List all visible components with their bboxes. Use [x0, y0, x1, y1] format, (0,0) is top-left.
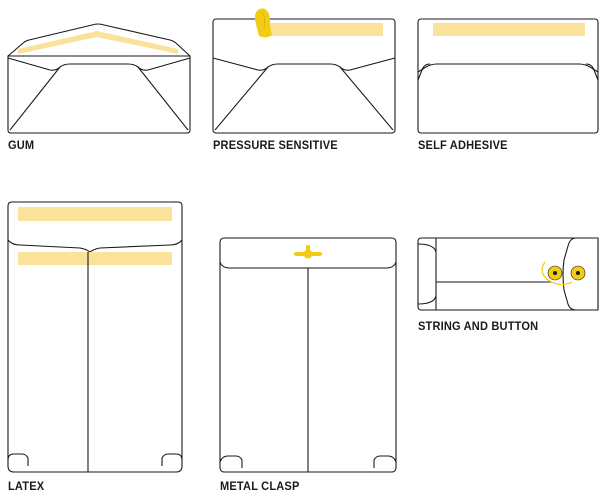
- string-and-button-envelope-illustration: [417, 237, 599, 311]
- latex-envelope-illustration: [7, 201, 183, 473]
- string-and-button-label: STRING AND BUTTON: [418, 319, 539, 333]
- metal-clasp-label: METAL CLASP: [220, 479, 300, 493]
- string-and-button-closure-icon: [541, 261, 586, 286]
- self-adhesive-label: SELF ADHESIVE: [418, 138, 508, 152]
- pressure-sensitive-envelope-illustration: [212, 8, 396, 134]
- self-adhesive-strip: [433, 23, 585, 36]
- latex-top-strip: [18, 207, 172, 221]
- metal-clasp-envelope-illustration: [219, 237, 397, 473]
- gum-adhesive-strip: [18, 31, 178, 54]
- gum-label: GUM: [8, 138, 35, 152]
- latex-label: LATEX: [8, 479, 45, 493]
- self-adhesive-envelope-illustration: [417, 18, 599, 134]
- metal-clasp-icon: [294, 245, 322, 259]
- pressure-sensitive-adhesive-strip: [263, 23, 383, 36]
- peel-off-liner: [254, 8, 272, 38]
- gum-envelope-illustration: [7, 23, 191, 134]
- latex-bottom-strip: [18, 252, 172, 265]
- pressure-sensitive-label: PRESSURE SENSITIVE: [213, 138, 338, 152]
